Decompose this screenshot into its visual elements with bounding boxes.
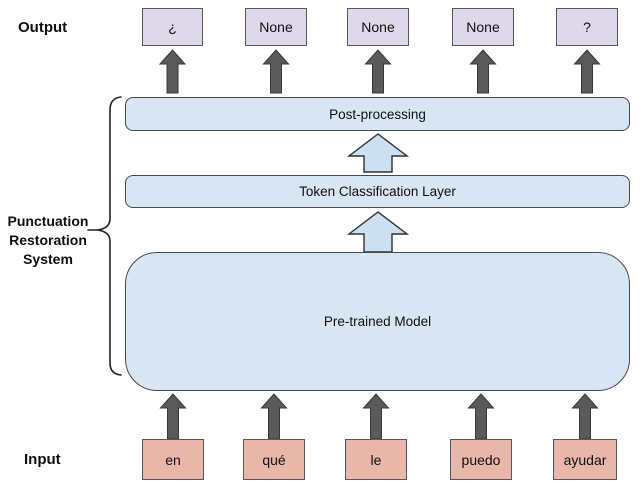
up-arrow-icon	[364, 49, 392, 94]
curly-brace-icon	[97, 96, 122, 376]
input-token-box: en	[142, 439, 204, 480]
output-token-box: ?	[556, 8, 618, 46]
system-label-line: System	[23, 251, 73, 267]
output-token-box: None	[347, 8, 409, 46]
up-arrow-icon	[159, 393, 187, 440]
pretrained-model-layer: Pre-trained Model	[125, 252, 630, 391]
output-token-box: ¿	[142, 8, 203, 46]
block-up-arrow-icon	[346, 211, 410, 253]
output-label: Output	[18, 19, 68, 36]
up-arrow-icon	[158, 49, 187, 94]
post-processing-layer: Post-processing	[125, 97, 630, 131]
up-arrow-icon	[467, 393, 495, 440]
output-token-box: None	[452, 8, 514, 46]
token-classification-layer: Token Classification Layer	[125, 175, 630, 208]
input-token-box: le	[345, 439, 407, 480]
up-arrow-icon	[469, 49, 497, 94]
up-arrow-icon	[571, 393, 599, 440]
block-up-arrow-icon	[346, 133, 410, 173]
system-label-line: Restoration	[9, 232, 87, 248]
up-arrow-icon	[260, 393, 288, 440]
system-label-line: Punctuation	[7, 213, 89, 229]
input-token-box: ayudar	[553, 439, 617, 480]
up-arrow-icon	[262, 49, 290, 94]
up-arrow-icon	[573, 49, 601, 94]
system-label: Punctuation Restoration System	[0, 212, 96, 269]
input-token-box: puedo	[450, 439, 512, 480]
output-token-box: None	[245, 8, 307, 46]
input-label: Input	[24, 451, 61, 468]
input-token-box: qué	[243, 439, 305, 480]
up-arrow-icon	[362, 393, 390, 440]
